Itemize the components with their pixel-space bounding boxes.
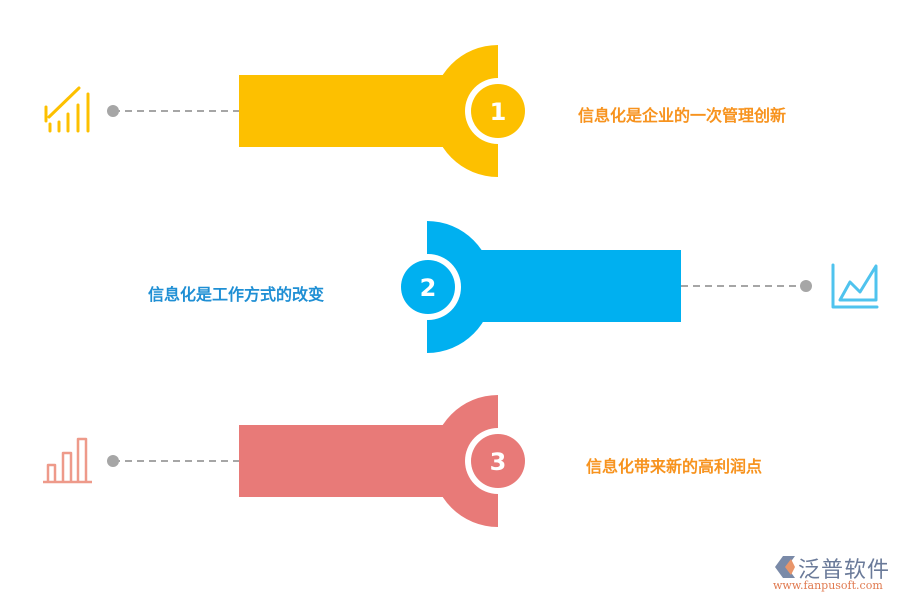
step-2-number: 2 xyxy=(420,274,437,302)
step-1-connector-dot xyxy=(107,105,119,117)
step-1-bar xyxy=(239,75,469,147)
logo-url: www.fanpusoft.com xyxy=(773,579,883,592)
step-3-connector-dot xyxy=(107,455,119,467)
step-3-number: 3 xyxy=(490,448,507,476)
step-1-badge xyxy=(471,84,525,138)
step-2-bar xyxy=(455,250,681,322)
step-2-connector-dot xyxy=(800,280,812,292)
step-1-number: 1 xyxy=(490,98,507,126)
area-line-chart-icon xyxy=(831,263,879,309)
step-2: 2 xyxy=(395,221,879,353)
step-2-badge xyxy=(401,260,455,314)
rising-bar-chart-icon xyxy=(44,86,90,133)
step-3-badge xyxy=(471,434,525,488)
step-3: 3 xyxy=(43,395,531,527)
logo-mark xyxy=(775,556,795,578)
step-2-text: 信息化是工作方式的改变 xyxy=(148,285,325,304)
logo-name: 泛普软件 xyxy=(798,558,891,583)
step-3-bar xyxy=(239,425,469,497)
step-1: 1 xyxy=(44,45,531,177)
step-3-text: 信息化带来新的高利润点 xyxy=(586,457,763,476)
step-1-text: 信息化是企业的一次管理创新 xyxy=(578,106,787,125)
bar-chart-icon xyxy=(43,437,92,484)
